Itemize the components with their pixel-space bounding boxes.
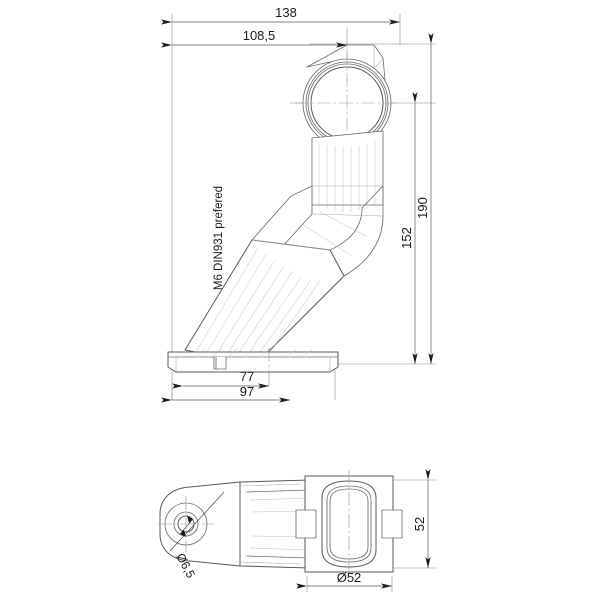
dimension-overall-width: 138 [161, 5, 400, 25]
top-plan-view: Ø6,5 [158, 469, 437, 592]
base-plate [167, 347, 339, 373]
hole-diameter-leader [169, 491, 225, 552]
dimension-arm-height-label: 152 [399, 227, 414, 249]
mounting-tab [158, 481, 247, 567]
dimension-base-inner-width: 77 [172, 369, 269, 389]
dimension-overall-width-label: 138 [275, 5, 297, 20]
lamp-arm [184, 239, 345, 359]
dimension-body-height: 52 [412, 469, 431, 568]
side-elevation-view: 138 108,5 190 152 77 [161, 5, 436, 403]
plan-lamp-housing [295, 470, 403, 578]
dimension-offset-width-label: 108,5 [243, 28, 276, 43]
dimension-base-width-label: 97 [240, 384, 254, 399]
lamp-neck [311, 130, 384, 212]
dimension-lens-diameter: Ø52 [296, 570, 392, 589]
base-boss [213, 356, 227, 370]
bolt-note-label: M6 DIN931 prefered [213, 186, 225, 290]
dimension-lens-diameter-label: Ø52 [337, 570, 362, 585]
dimension-overall-height-label: 190 [415, 197, 430, 219]
dimension-arm-height: 152 [399, 92, 418, 364]
dimension-overall-height: 190 [415, 33, 434, 364]
dimension-body-height-label: 52 [412, 517, 427, 531]
dimension-offset-width: 108,5 [161, 28, 347, 48]
dimension-base-width: 97 [161, 384, 290, 403]
lens-centerlines [295, 51, 399, 155]
dimension-base-inner-width-label: 77 [240, 369, 254, 384]
lamp-elbow [251, 185, 384, 277]
